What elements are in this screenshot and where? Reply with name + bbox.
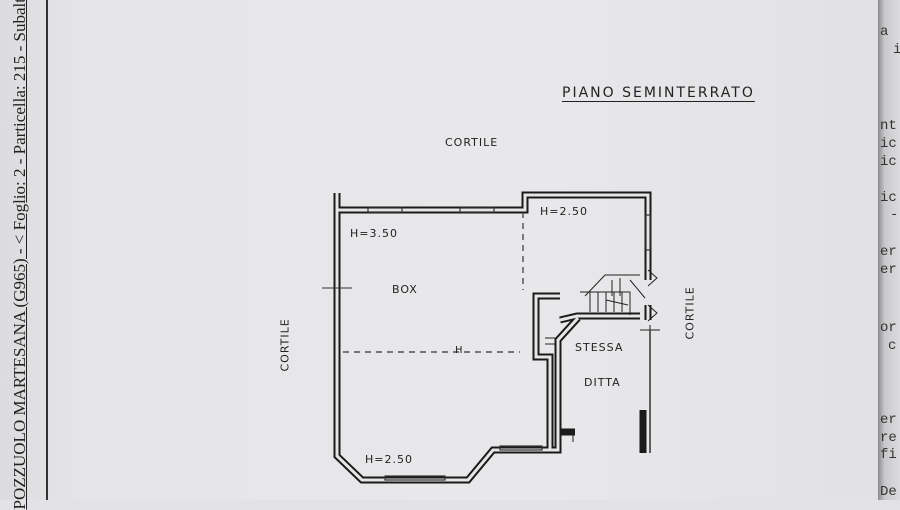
- beam-mark: H: [455, 345, 464, 356]
- text-fragment: er: [880, 244, 897, 260]
- label-cortile-left: CORTILE: [278, 318, 292, 372]
- text-fragment: er: [880, 262, 897, 278]
- text-fragment: er: [880, 412, 897, 428]
- text-fragment: fi: [880, 447, 897, 463]
- text-fragment: ic: [880, 136, 897, 152]
- margin-rule: [46, 0, 48, 500]
- label-height-box: H=3.50: [350, 227, 398, 240]
- text-fragment: i: [893, 42, 900, 58]
- text-fragment: ic: [880, 154, 897, 170]
- label-stessa: STESSA: [575, 341, 624, 354]
- staircase: [537, 274, 646, 355]
- text-fragment: a: [880, 24, 889, 40]
- text-fragment: or: [880, 320, 897, 336]
- label-ditta: DITTA: [584, 376, 621, 389]
- dashed-lines: [343, 212, 524, 353]
- label-height-bottom: H=2.50: [365, 453, 413, 466]
- plan-title: PIANO SEMINTERRATO: [562, 85, 755, 101]
- doors: [572, 269, 660, 442]
- label-cortile-right: CORTILE: [683, 286, 697, 340]
- text-fragment: c: [888, 338, 897, 354]
- windows: [367, 207, 651, 481]
- text-fragment: re: [880, 430, 897, 446]
- text-fragment: nt: [880, 118, 897, 134]
- text-fragment: De: [880, 484, 897, 500]
- label-cortile-top: CORTILE: [445, 136, 499, 149]
- label-height-upper-right: H=2.50: [540, 205, 588, 218]
- next-page-shadow: [878, 0, 900, 500]
- label-box: BOX: [392, 283, 418, 296]
- text-fragment: ic: [880, 190, 897, 206]
- text-fragment: -: [890, 207, 899, 223]
